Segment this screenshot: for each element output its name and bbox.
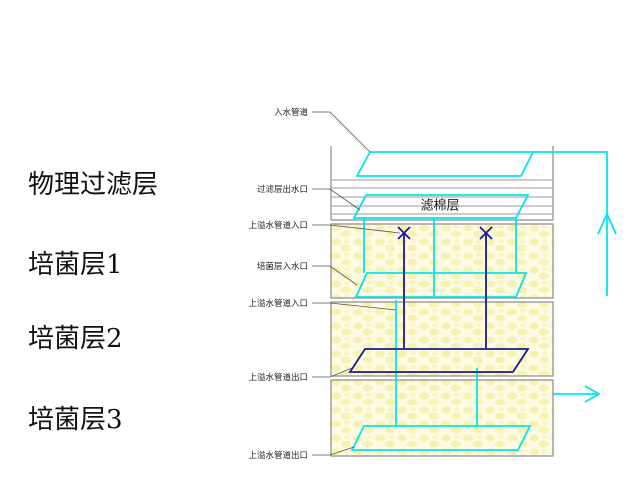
bottom-plate: [350, 425, 532, 451]
callout-overflow-inlet-1: 上溢水管道入口: [248, 220, 308, 231]
callout-leaders: [312, 111, 401, 456]
chamber-bio-2: [330, 301, 554, 377]
layer-label-bio-2: 培菌层2: [28, 324, 123, 354]
overflow-outlet-plate: [348, 348, 530, 373]
cotton-layer-label: 滤棉层: [420, 199, 459, 214]
bio-inlet-plate: [354, 272, 528, 298]
chamber-bio-3: [330, 379, 554, 457]
water-lines: [331, 179, 553, 215]
inlet-pipe: [533, 151, 608, 296]
right-arrow-icon: [584, 385, 601, 403]
callout-overflow-outlet-2: 上溢水管道出口: [248, 450, 308, 461]
up-arrow-icon: [597, 211, 617, 235]
callout-inlet-pipe: 入水管道: [274, 107, 309, 118]
layer-label-bio-3: 培菌层3: [28, 405, 123, 435]
flow-arrows: [584, 211, 617, 403]
callout-overflow-inlet-2: 上溢水管道入口: [248, 298, 308, 309]
tank: [330, 146, 554, 457]
navy-overflow-pipes: [348, 226, 530, 373]
callout-overflow-outlet-1: 上溢水管道出口: [248, 372, 308, 383]
layer-label-physical-filter: 物理过滤层: [28, 170, 159, 200]
inlet-plate: [355, 151, 535, 177]
layer-label-bio-1: 培菌层1: [28, 250, 123, 280]
callout-bio-inlet: 培菌层入水口: [257, 261, 308, 272]
cyan-flow-path: [350, 151, 608, 451]
callout-filter-outlet: 过滤层出水口: [257, 184, 308, 195]
